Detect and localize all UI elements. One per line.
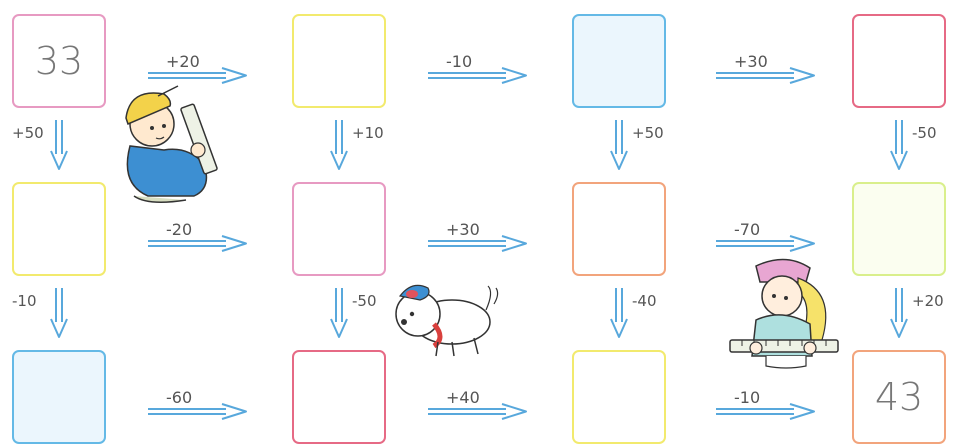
right-arrow-operation: -10 [714, 388, 818, 422]
down-arrow-icon [48, 118, 70, 172]
right-arrow-icon [714, 234, 818, 254]
answer-box[interactable] [292, 350, 386, 444]
right-arrow-icon [426, 66, 530, 86]
down-arrow-operation: +20 [888, 286, 948, 344]
box-value: 33 [35, 39, 83, 83]
right-arrow-icon [714, 402, 818, 422]
down-arrow-operation: +50 [12, 118, 72, 176]
down-arrow-operation: -40 [608, 286, 668, 344]
operation-label: +50 [12, 124, 44, 142]
answer-box[interactable] [292, 182, 386, 276]
right-arrow-operation: +20 [146, 52, 250, 86]
right-arrow-icon [714, 66, 818, 86]
boy-with-ruler-icon [108, 84, 232, 206]
down-arrow-icon [328, 118, 350, 172]
down-arrow-operation: -10 [12, 286, 72, 344]
right-arrow-icon [146, 234, 250, 254]
answer-box: 43 [852, 350, 946, 444]
right-arrow-icon [426, 234, 530, 254]
right-arrow-operation: +30 [426, 220, 530, 254]
down-arrow-operation: -50 [328, 286, 388, 344]
answer-box[interactable] [572, 14, 666, 108]
answer-box[interactable] [12, 350, 106, 444]
down-arrow-icon [888, 118, 910, 172]
right-arrow-operation: +40 [426, 388, 530, 422]
operation-label: -50 [352, 292, 377, 310]
answer-box[interactable] [852, 182, 946, 276]
down-arrow-operation: +10 [328, 118, 388, 176]
answer-box[interactable] [852, 14, 946, 108]
down-arrow-icon [888, 286, 910, 340]
right-arrow-operation: +30 [714, 52, 818, 86]
answer-box[interactable] [292, 14, 386, 108]
operation-label: -40 [632, 292, 657, 310]
down-arrow-operation: +50 [608, 118, 668, 176]
operation-label: +20 [912, 292, 944, 310]
answer-box[interactable] [572, 182, 666, 276]
operation-label: -10 [12, 292, 37, 310]
answer-box[interactable] [12, 182, 106, 276]
down-arrow-icon [608, 286, 630, 340]
right-arrow-icon [146, 402, 250, 422]
right-arrow-icon [146, 66, 250, 86]
right-arrow-operation: -60 [146, 388, 250, 422]
operation-label: +50 [632, 124, 664, 142]
box-value: 43 [875, 375, 923, 419]
right-arrow-operation: -10 [426, 52, 530, 86]
right-arrow-icon [426, 402, 530, 422]
down-arrow-operation: -50 [888, 118, 948, 176]
answer-box[interactable] [572, 350, 666, 444]
operation-label: +10 [352, 124, 384, 142]
down-arrow-icon [608, 118, 630, 172]
answer-box: 33 [12, 14, 106, 108]
right-arrow-operation: -20 [146, 220, 250, 254]
operation-label: -50 [912, 124, 937, 142]
down-arrow-icon [48, 286, 70, 340]
girl-with-ruler-icon [726, 252, 850, 370]
dog-icon [390, 278, 502, 360]
right-arrow-operation: -70 [714, 220, 818, 254]
down-arrow-icon [328, 286, 350, 340]
